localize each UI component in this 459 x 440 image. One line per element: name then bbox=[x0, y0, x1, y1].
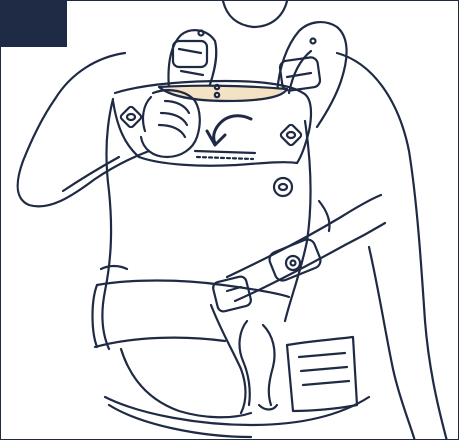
torso-lines bbox=[101, 201, 330, 269]
step-number-badge bbox=[1, 1, 67, 47]
wearer-right-arm bbox=[337, 53, 447, 440]
wearer-left-arm bbox=[18, 53, 149, 206]
hand-icon bbox=[141, 90, 200, 157]
fold-arrow-icon bbox=[207, 116, 251, 145]
waist-pocket bbox=[287, 337, 357, 411]
snap-button-icon bbox=[120, 106, 303, 270]
waist-belt bbox=[93, 281, 370, 438]
wearer-neck bbox=[223, 1, 287, 27]
strap-adjuster-left bbox=[173, 41, 207, 67]
buckle-icon bbox=[212, 195, 385, 313]
carrier-panel bbox=[102, 81, 311, 349]
